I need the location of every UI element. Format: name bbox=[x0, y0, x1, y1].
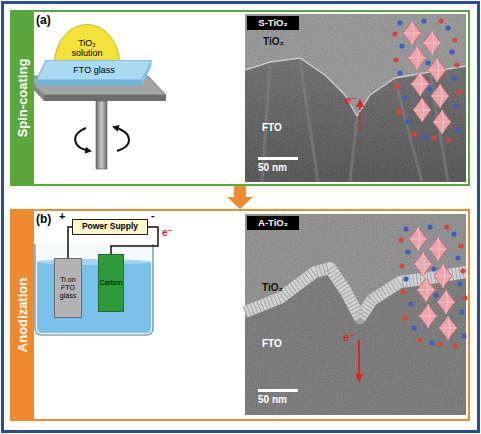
power-supply-box: Power Supply bbox=[72, 219, 148, 235]
panel-frame: Spin-coating (a) TiO₂ solutionFTO glass TiO… bbox=[10, 10, 470, 186]
scale-bar bbox=[258, 157, 298, 160]
electron-label: e⁻ bbox=[343, 331, 355, 343]
slab-front bbox=[37, 80, 143, 86]
spindle bbox=[96, 101, 107, 169]
crystal-structure bbox=[392, 18, 461, 142]
sample-tag: A-TiO₂ bbox=[247, 216, 299, 230]
node-label: Ti on FTO glass bbox=[55, 276, 81, 299]
outer-frame bbox=[3, 3, 479, 432]
tem-film-region bbox=[245, 14, 466, 182]
anodization-cell bbox=[35, 244, 153, 335]
node-label: S-TiO₂ bbox=[258, 18, 287, 28]
slab-side bbox=[142, 60, 152, 86]
panel-frame: Anodization (b) Power Supply Ti on FTO glas… bbox=[10, 209, 470, 421]
wire bbox=[111, 227, 158, 254]
node-label: Power Supply bbox=[82, 222, 138, 231]
layer-label: TiO₂ bbox=[262, 282, 283, 293]
layer-label: TiO₂ bbox=[263, 36, 284, 47]
spin-coater bbox=[26, 76, 166, 169]
beaker bbox=[35, 244, 153, 335]
spinner-platform-edge bbox=[44, 95, 166, 101]
layer-label: FTO bbox=[262, 338, 282, 349]
droplet-shape bbox=[55, 24, 120, 63]
panel-title: Spin-coating bbox=[16, 59, 30, 138]
scale-bar bbox=[258, 389, 298, 392]
node-label: Carbon bbox=[100, 279, 123, 287]
panel-band: Spin-coating bbox=[12, 12, 34, 184]
sample-tag: S-TiO₂ bbox=[247, 16, 299, 30]
electron-label: e⁻ bbox=[162, 228, 173, 238]
slab-top bbox=[37, 60, 152, 80]
panel-letter: (a) bbox=[36, 14, 51, 27]
terminal-sign: + bbox=[59, 211, 65, 222]
wire bbox=[68, 227, 72, 258]
scale-label: 50 nm bbox=[258, 162, 287, 173]
electron-label: e⁻ bbox=[345, 94, 357, 106]
layer-label: FTO bbox=[262, 122, 282, 133]
node-label: TiO₂ solution bbox=[63, 39, 111, 59]
tem-image: TiO₂ FTO e⁻ 50 nm A-TiO₂ bbox=[245, 214, 466, 415]
electron-path-arrow bbox=[359, 101, 361, 130]
scale-label: 50 nm bbox=[258, 394, 287, 405]
tem-image: TiO₂ FTO e⁻ 50 nm S-TiO₂ bbox=[245, 14, 466, 182]
panel-title: Anodization bbox=[16, 278, 30, 352]
panel-letter: (b) bbox=[36, 213, 51, 226]
rotation-arrow bbox=[75, 128, 90, 151]
node-label: A-TiO₂ bbox=[258, 218, 288, 228]
tem-micrograph bbox=[245, 14, 466, 182]
carbon-electrode: Carbon bbox=[98, 254, 124, 312]
tem-grain bbox=[245, 14, 466, 182]
process-arrow bbox=[234, 186, 246, 197]
fto-glass-slab: FTO glass bbox=[36, 60, 152, 86]
crystal-structure bbox=[398, 224, 467, 348]
ti-electrode: Ti on FTO glass bbox=[54, 258, 82, 318]
tem-micrograph bbox=[245, 214, 468, 415]
solution-droplet: TiO₂ solution bbox=[54, 24, 120, 64]
rotation-arrow bbox=[114, 127, 129, 151]
terminal-sign: - bbox=[151, 210, 155, 221]
panel-band: Anodization bbox=[12, 211, 34, 419]
electron-path-arrow bbox=[358, 340, 360, 380]
node-label: FTO glass bbox=[73, 66, 114, 76]
